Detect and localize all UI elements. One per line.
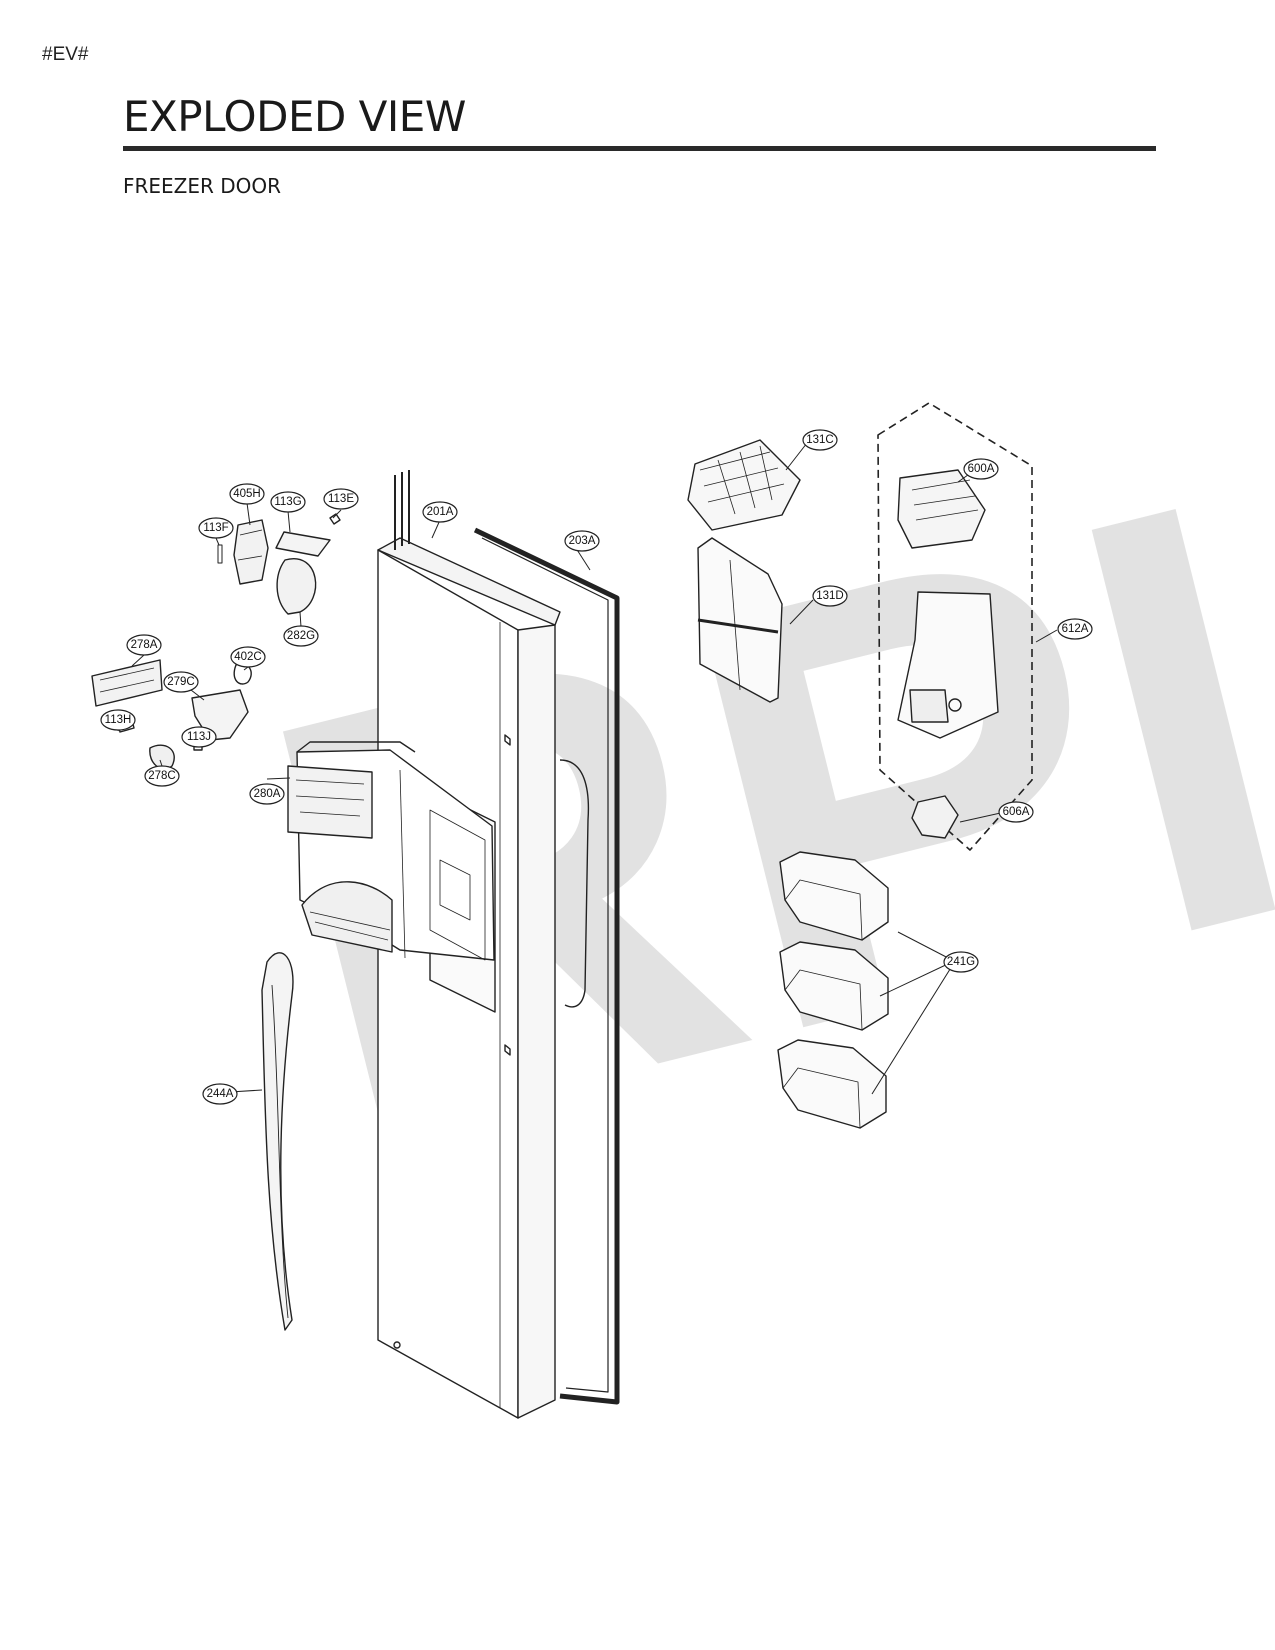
part-label-113e: 113E (328, 493, 354, 505)
page-title: EXPLODED VIEW (123, 92, 466, 141)
part-label-279c: 279C (167, 676, 195, 688)
door-gasket (473, 527, 620, 1405)
part-label-282g: 282G (287, 630, 315, 642)
part-label-600a: 600A (968, 463, 995, 475)
ice-maker-group (877, 402, 1033, 851)
page-tag: #EV# (42, 44, 89, 65)
part-label-203a: 203A (569, 535, 596, 547)
door-bin-top (779, 851, 889, 941)
dispenser-housing (287, 741, 495, 961)
door-bin-middle (779, 941, 889, 1031)
part-label-131c: 131C (806, 434, 834, 446)
section-title: FREEZER DOOR (123, 174, 282, 198)
part-label-241g: 241G (947, 956, 975, 968)
part-label-131d: 131D (816, 590, 844, 602)
door-bin-bottom (777, 1039, 887, 1129)
ice-bin (697, 537, 783, 703)
part-label-280a: 280A (254, 788, 281, 800)
part-label-612a: 612A (1062, 623, 1089, 635)
part-label-244a: 244A (207, 1088, 234, 1100)
part-label-278a: 278A (131, 639, 158, 651)
door-handle (261, 952, 294, 1331)
part-label-606a: 606A (1003, 806, 1030, 818)
part-label-113f: 113F (203, 522, 228, 534)
part-label-113h: 113H (105, 714, 132, 726)
part-label-113g: 113G (274, 496, 301, 508)
part-label-201a: 201A (427, 506, 454, 518)
part-label-278c: 278C (148, 770, 176, 782)
part-label-402c: 402C (234, 651, 262, 663)
switch-assembly (217, 513, 341, 615)
part-label-ovals (100, 429, 1093, 1105)
part-labels: 405H 113G 113E 113F 282G 278A 402C 279C … (105, 434, 1089, 1100)
ice-bin-cover (687, 439, 801, 531)
part-label-405h: 405H (233, 488, 261, 500)
part-label-113j: 113J (187, 731, 211, 743)
title-divider (123, 146, 1156, 151)
